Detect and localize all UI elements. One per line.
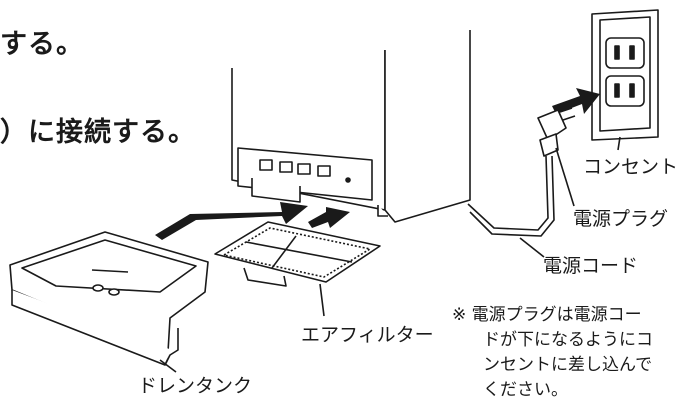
insert-arrow-filter [308, 207, 350, 228]
dehumidifier-unit [231, 30, 471, 223]
label-power-cord: 電源コード [543, 255, 639, 277]
note-line-2: ドが下になるようにコ [483, 330, 653, 350]
label-air-filter: エアフィルター [301, 324, 434, 346]
insert-arrow-tank [155, 202, 308, 240]
wall-outlet [591, 9, 659, 141]
label-drain-tank: ドレンタンク [138, 375, 253, 397]
air-filter [214, 221, 381, 287]
label-outlet: コンセント [583, 156, 679, 178]
note-line-3: ンセントに差し込んで [483, 355, 653, 375]
label-power-plug: 電源プラグ [573, 208, 669, 230]
instruction-line-1: する。 [0, 29, 84, 60]
power-cord [467, 155, 549, 231]
instruction-line-2: ）に接続する。 [0, 117, 196, 148]
power-plug [537, 107, 576, 157]
drain-tank [9, 231, 209, 366]
insert-arrow-plug [552, 88, 600, 114]
note-line-1: ※ 電源プラグは電源コー [452, 305, 642, 325]
note-line-4: ください。 [483, 380, 568, 400]
